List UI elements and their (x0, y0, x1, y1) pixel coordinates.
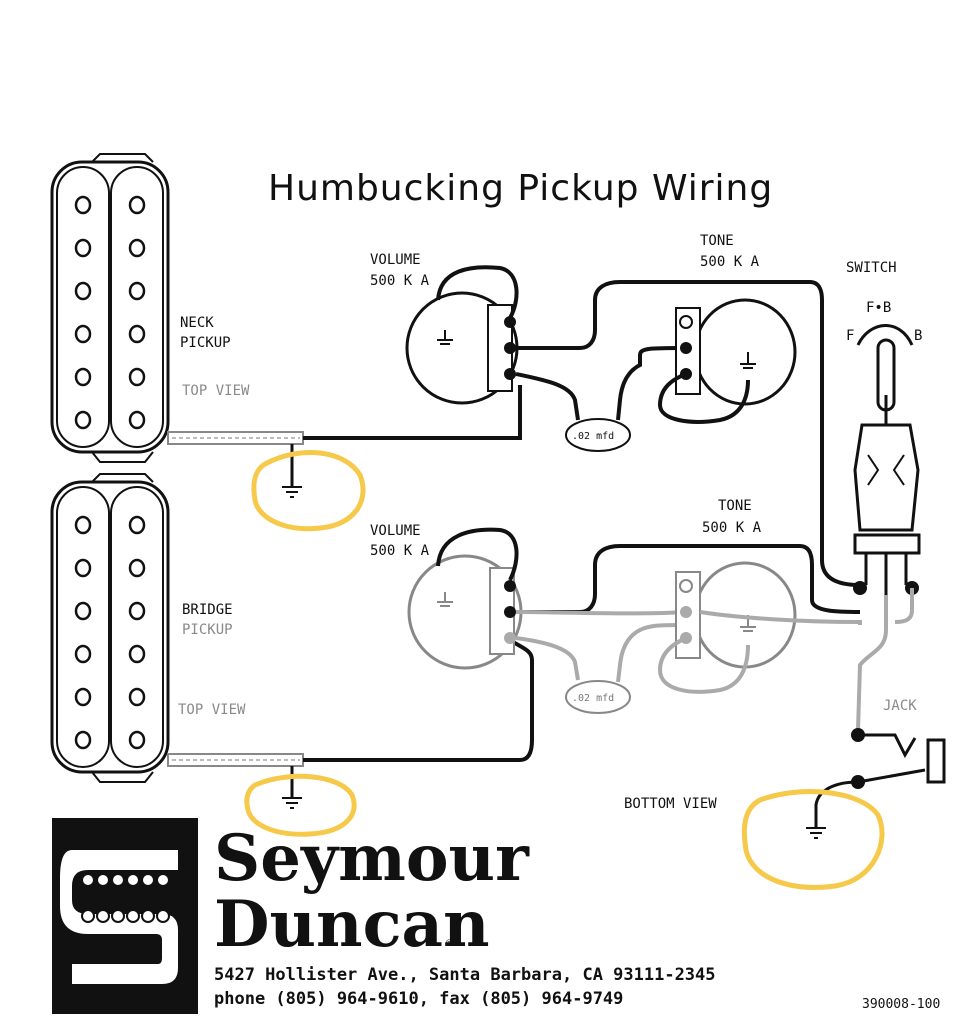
logo-dot (96, 873, 110, 887)
neck-volume-pot (405, 291, 519, 405)
logo-dot (126, 909, 140, 923)
logo-dot (81, 909, 95, 923)
part-number: 390008-100 (862, 997, 940, 1012)
logo-dot (141, 909, 155, 923)
pole-piece (128, 644, 146, 664)
neck-tone-cap: .02 mfd (565, 418, 631, 452)
bridge-ground-highlight (244, 773, 357, 837)
logo-dot (156, 909, 170, 923)
brand-phone: phone (805) 964-9610, fax (805) 964-9749 (214, 989, 623, 1009)
logo-dot (156, 873, 170, 887)
neck-tone-pot (675, 298, 797, 406)
output-jack (851, 728, 946, 789)
switch-pos-middle: F•B (866, 300, 891, 316)
jack-bottom-view-label: BOTTOM VIEW (624, 796, 717, 812)
bridge-tone-value: 500 K A (702, 520, 762, 536)
pole-piece (74, 601, 92, 621)
brand-name-line1: Seymour (214, 821, 530, 896)
neck-top-view-label: TOP VIEW (182, 383, 250, 399)
neck-tone-value: 500 K A (700, 254, 760, 270)
neck-pickup-label: NECK (180, 315, 214, 331)
seymour-duncan-logo (52, 818, 198, 1014)
logo-dot (141, 873, 155, 887)
logo-dot (111, 873, 125, 887)
pole-piece (128, 687, 146, 707)
pickup-selector-switch (853, 338, 921, 595)
pole-piece (74, 324, 92, 344)
switch-pos-front: F (846, 328, 854, 344)
switch-label: SWITCH (846, 260, 897, 276)
pole-piece (128, 558, 146, 578)
brand-address: 5427 Hollister Ave., Santa Barbara, CA 9… (214, 965, 716, 985)
neck-out-wire (516, 280, 861, 587)
bridge-pickup-label: BRIDGE (182, 602, 233, 618)
pole-piece (74, 195, 92, 215)
switch-pos-back: B (914, 328, 922, 344)
neck-volume-label: VOLUME (370, 252, 421, 268)
neck-pickup-label-2: PICKUP (180, 335, 231, 351)
pole-piece (128, 238, 146, 258)
pole-piece (74, 238, 92, 258)
bridge-cap-label: .02 mfd (572, 693, 614, 704)
bridge-volume-value: 500 K A (370, 543, 430, 559)
bridge-top-view-label: TOP VIEW (178, 702, 246, 718)
jack-label: JACK (883, 698, 917, 714)
pole-piece (74, 730, 92, 750)
pole-piece (128, 195, 146, 215)
pole-piece (128, 281, 146, 301)
pole-piece (74, 281, 92, 301)
bridge-pickup (50, 473, 170, 783)
bridge-ground-icon (282, 797, 302, 809)
pole-piece (128, 730, 146, 750)
logo-dot (111, 909, 125, 923)
pole-piece (74, 515, 92, 535)
pole-piece (128, 410, 146, 430)
bridge-tone-label: TONE (718, 498, 752, 514)
neck-pickup (50, 153, 170, 463)
bridge-volume-label: VOLUME (370, 523, 421, 539)
diagram-title: Humbucking Pickup Wiring (268, 168, 773, 209)
neck-volume-value: 500 K A (370, 273, 430, 289)
pole-piece (74, 644, 92, 664)
jack-ground-icon (806, 827, 826, 839)
pole-piece (128, 367, 146, 387)
pole-piece (128, 515, 146, 535)
bridge-tone-cap: .02 mfd (565, 680, 631, 714)
bridge-volume-pot (407, 554, 523, 670)
registered-mark: ® (446, 938, 453, 949)
logo-dot (81, 873, 95, 887)
pole-piece (128, 324, 146, 344)
pole-piece (128, 601, 146, 621)
logo-dot (96, 909, 110, 923)
bridge-pickup-label-2: PICKUP (182, 622, 233, 638)
neck-tone-label: TONE (700, 233, 734, 249)
pole-piece (74, 410, 92, 430)
neck-ground-highlight (251, 450, 366, 532)
bridge-hot-wire (303, 638, 534, 762)
pole-piece (74, 687, 92, 707)
neck-cap-label: .02 mfd (572, 431, 614, 442)
logo-dot (126, 873, 140, 887)
neck-hot-wire (303, 385, 522, 440)
bridge-out-wire (516, 544, 861, 614)
pole-piece (74, 367, 92, 387)
pole-piece (74, 558, 92, 578)
neck-ground-icon (282, 486, 302, 498)
jack-ground-highlight (741, 789, 885, 890)
brand-name-line2: Duncan (214, 887, 490, 962)
